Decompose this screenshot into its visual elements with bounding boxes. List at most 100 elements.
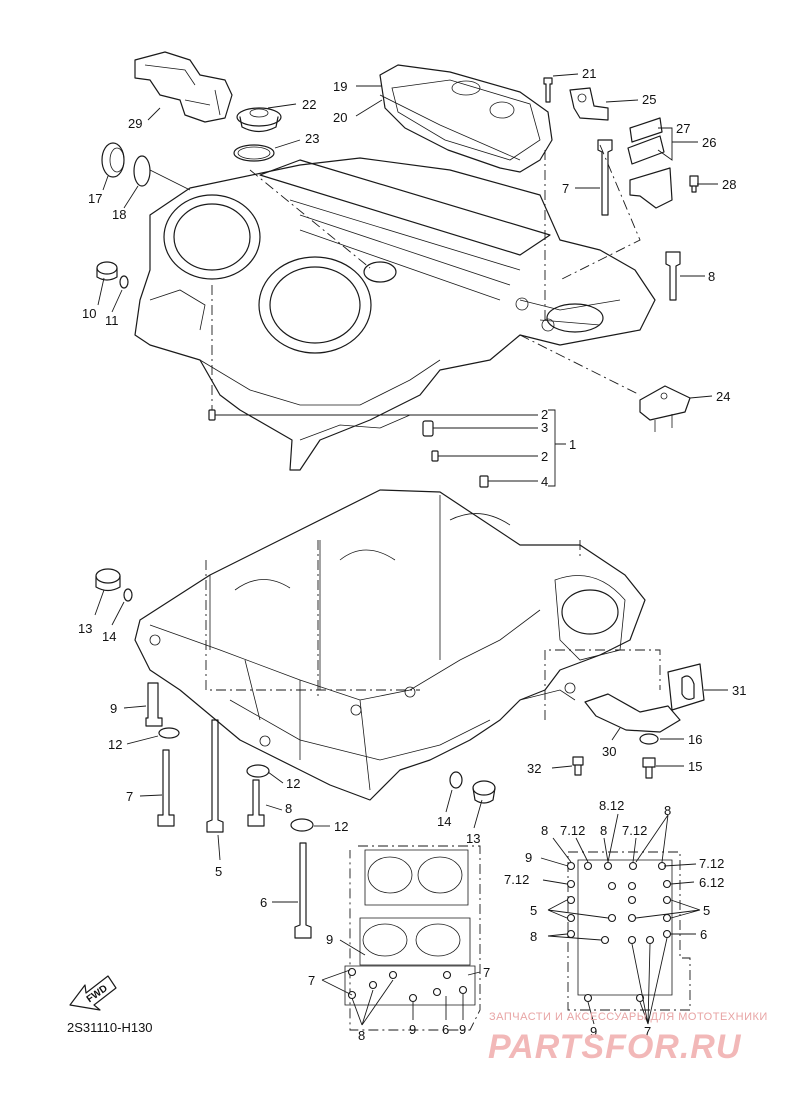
watermark-brand: PARTSFOR.RU xyxy=(488,1028,742,1066)
callout-9: 9 xyxy=(110,701,117,716)
callout-12-c: 12 xyxy=(334,819,348,834)
bolt-part-8-lower xyxy=(247,779,265,827)
callout-c-6: 6 xyxy=(442,1022,449,1037)
callout-r-7-12-c: 7.12 xyxy=(699,856,724,871)
callout-8-lower: 8 xyxy=(285,801,292,816)
watermark-tagline: ЗАПЧАСТИ И АКСЕССУАРЫ ДЛЯ МОТОТЕХНИКИ xyxy=(489,1011,768,1023)
dowel-pin-part-2-b xyxy=(431,450,439,462)
callout-2-b: 2 xyxy=(541,449,548,464)
bracket-part-31 xyxy=(667,663,705,711)
breather-cover-part-29 xyxy=(134,51,233,123)
callout-14-left: 14 xyxy=(102,629,116,644)
callout-r-7-12-b: 7.12 xyxy=(622,823,647,838)
washer-part-16 xyxy=(639,733,659,745)
callout-15: 15 xyxy=(688,759,702,774)
callout-14-right: 14 xyxy=(437,814,451,829)
bracket-part-30 xyxy=(584,693,681,733)
callout-r-6: 6 xyxy=(700,927,707,942)
callout-19: 19 xyxy=(333,79,347,94)
gasket-part-11 xyxy=(119,275,129,289)
bolt-pattern-diagram-right xyxy=(566,851,691,1011)
callout-r-5-right: 5 xyxy=(703,903,710,918)
callout-4: 4 xyxy=(541,474,548,489)
callout-5: 5 xyxy=(215,864,222,879)
callout-31: 31 xyxy=(732,683,746,698)
gasket-part-14-right xyxy=(449,771,463,789)
callout-30: 30 xyxy=(602,744,616,759)
drain-plug-part-13-right xyxy=(472,780,496,804)
damper-part-27 xyxy=(629,117,663,143)
callout-20: 20 xyxy=(333,110,347,125)
bolt-part-9 xyxy=(145,682,163,727)
lower-crankcase xyxy=(134,489,646,801)
o-ring-part-23 xyxy=(233,144,275,162)
callout-18: 18 xyxy=(112,207,126,222)
callout-12-a: 12 xyxy=(108,737,122,752)
callout-16: 16 xyxy=(688,732,702,747)
callout-c-8: 8 xyxy=(358,1028,365,1043)
callout-17: 17 xyxy=(88,191,102,206)
callout-6: 6 xyxy=(260,895,267,910)
washer-part-12-b xyxy=(246,764,270,778)
callout-26: 26 xyxy=(702,135,716,150)
callout-10: 10 xyxy=(82,306,96,321)
callout-22: 22 xyxy=(302,97,316,112)
washer-part-12-a xyxy=(158,727,180,739)
callout-c-9-right: 9 xyxy=(459,1022,466,1037)
callout-c-9-bottom: 9 xyxy=(409,1022,416,1037)
washer-part-12-c xyxy=(290,818,314,832)
callout-1: 1 xyxy=(569,437,576,452)
callout-23: 23 xyxy=(305,131,319,146)
dowel-pin-part-2-a xyxy=(208,409,216,421)
oil-seal-part-17 xyxy=(101,142,125,178)
callout-11: 11 xyxy=(105,313,119,328)
bracket-part-26 xyxy=(629,167,673,209)
callout-r-7-12-a: 7.12 xyxy=(560,823,585,838)
bolt-part-8-upper xyxy=(665,251,681,301)
bolt-part-6 xyxy=(294,842,312,939)
dowel-part-3 xyxy=(422,420,434,437)
forward-direction-arrow: FWD xyxy=(69,975,117,1011)
diagram-code: 2S31110-H130 xyxy=(67,1020,153,1035)
callout-c-7-left: 7 xyxy=(308,973,315,988)
callout-r-8-left: 8 xyxy=(541,823,548,838)
stud-part-5 xyxy=(206,719,224,833)
callout-8-upper: 8 xyxy=(708,269,715,284)
callout-12-b: 12 xyxy=(286,776,300,791)
callout-29: 29 xyxy=(128,116,142,131)
callout-13-left: 13 xyxy=(78,621,92,636)
bolt-part-7-lower xyxy=(157,749,175,827)
callout-r-8-12-top: 8.12 xyxy=(599,798,624,813)
callout-3: 3 xyxy=(541,420,548,435)
bolt-part-32 xyxy=(572,756,584,776)
drain-bolt-part-10 xyxy=(96,261,118,281)
callout-7-lower: 7 xyxy=(126,789,133,804)
bolt-part-28 xyxy=(689,175,699,193)
callout-r-6-12: 6.12 xyxy=(699,875,724,890)
callout-r-8-mid: 8 xyxy=(600,823,607,838)
callout-27: 27 xyxy=(676,121,690,136)
drain-plug-part-13-left xyxy=(95,568,121,592)
callout-13-right: 13 xyxy=(466,831,480,846)
callout-r-7-bottom: 7 xyxy=(644,1024,651,1039)
callout-7-upper: 7 xyxy=(562,181,569,196)
callout-c-9: 9 xyxy=(326,932,333,947)
callout-r-9: 9 xyxy=(525,850,532,865)
bracket-part-25 xyxy=(569,87,609,121)
callout-r-5-left: 5 xyxy=(530,903,537,918)
callout-r-8-bottom: 8 xyxy=(530,929,537,944)
callout-21: 21 xyxy=(582,66,596,81)
oil-filler-plug-part-22 xyxy=(236,107,282,133)
upper-crankcase xyxy=(134,157,656,471)
bolt-part-15 xyxy=(642,757,656,779)
callout-r-8-top: 8 xyxy=(664,803,671,818)
gasket-part-14-left xyxy=(123,588,133,602)
bolt-part-7-upper xyxy=(597,139,613,216)
callout-25: 25 xyxy=(642,92,656,107)
callout-24: 24 xyxy=(716,389,730,404)
leader-lines xyxy=(94,73,728,1026)
o-ring-part-18 xyxy=(133,155,151,187)
callout-r-7-12-d: 7.12 xyxy=(504,872,529,887)
callout-r-9-bottom: 9 xyxy=(590,1024,597,1039)
